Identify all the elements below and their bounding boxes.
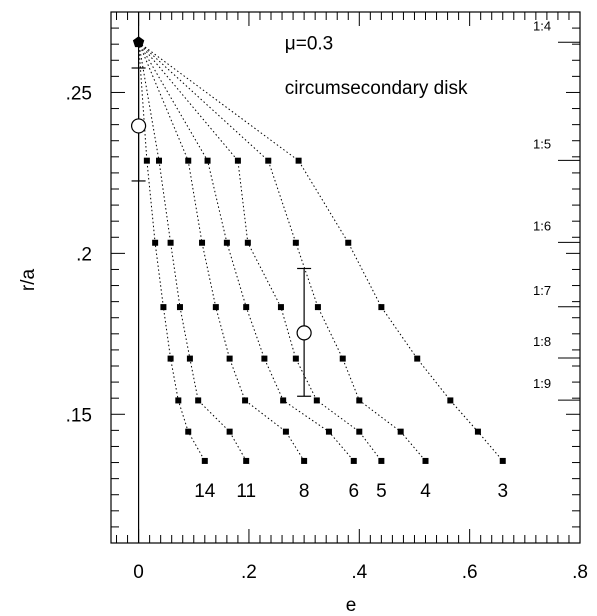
track-point — [244, 239, 251, 246]
plot-frame — [110, 11, 581, 544]
track-point — [314, 304, 321, 311]
resonance-label: 1:6 — [533, 218, 551, 233]
track-point — [280, 397, 287, 404]
track-label: 11 — [236, 481, 256, 502]
x-tick-label: .4 — [351, 562, 367, 583]
resonance-label: 1:7 — [533, 283, 551, 298]
track-point — [176, 304, 183, 311]
track-point — [356, 428, 363, 435]
track-point — [234, 157, 241, 164]
track-label: 14 — [194, 481, 216, 502]
track-point — [339, 355, 346, 362]
track-point — [378, 304, 385, 311]
track-point — [422, 457, 429, 464]
x-tick-label: .8 — [572, 562, 588, 583]
x-tick-label: .6 — [462, 562, 478, 583]
track-point — [499, 457, 506, 464]
y-tick-label: .2 — [76, 244, 92, 265]
track-point — [325, 428, 332, 435]
track-point — [201, 457, 208, 464]
track-label: 4 — [420, 481, 431, 502]
disk-annotation: circumsecondary disk — [285, 78, 468, 99]
track-point — [152, 239, 159, 246]
x-tick-labels: 0 .2 .4 .6 .8 — [133, 562, 588, 583]
resonance-label: 1:4 — [533, 18, 551, 33]
track-point — [242, 397, 249, 404]
resonance-labels: 1:4 1:5 1:6 1:7 1:8 1:9 — [533, 18, 580, 401]
track-point — [261, 355, 268, 362]
track-point — [185, 157, 192, 164]
track-point — [313, 397, 320, 404]
track-point — [223, 239, 230, 246]
track-point — [185, 428, 192, 435]
track-point — [160, 304, 167, 311]
track-point — [265, 157, 272, 164]
track-line — [138, 42, 206, 462]
track-point — [345, 239, 352, 246]
x-tick-label: 0 — [133, 562, 144, 583]
track-point — [212, 304, 219, 311]
track-point — [143, 157, 150, 164]
error-center-circle — [130, 118, 147, 134]
track-line — [138, 42, 305, 462]
track-point — [414, 355, 421, 362]
track-point — [378, 457, 385, 464]
track-point — [195, 397, 202, 404]
error-bars — [130, 67, 312, 397]
x-tick-label: .2 — [241, 562, 257, 583]
x-axis-title: e — [346, 595, 357, 616]
track-point — [156, 157, 163, 164]
track-point — [474, 428, 481, 435]
y-axis-title: r/a — [18, 268, 39, 291]
track-point — [292, 355, 299, 362]
track-point — [295, 157, 302, 164]
track-point — [282, 428, 289, 435]
evolution-tracks — [132, 36, 506, 464]
track-point — [199, 239, 206, 246]
track-point — [175, 397, 182, 404]
track-point — [226, 428, 233, 435]
track-point — [186, 355, 193, 362]
track-point — [356, 397, 363, 404]
track-label: 6 — [348, 481, 359, 502]
y-tick-label: .25 — [66, 83, 92, 104]
resonance-label: 1:9 — [533, 376, 551, 391]
track-label: 5 — [376, 481, 387, 502]
track-label: 3 — [497, 481, 508, 502]
track-point — [447, 397, 454, 404]
track-point — [167, 239, 174, 246]
track-point — [350, 457, 357, 464]
y-tick-label: .15 — [66, 405, 92, 426]
track-point — [301, 457, 308, 464]
track-line — [138, 42, 247, 462]
track-point — [277, 304, 284, 311]
track-point — [397, 428, 404, 435]
axis-ticks — [111, 11, 581, 544]
start-point — [132, 36, 145, 48]
resonance-label: 1:5 — [533, 136, 551, 151]
track-point — [204, 157, 211, 164]
mu-annotation: μ=0.3 — [285, 34, 333, 55]
error-center-circle — [296, 325, 312, 341]
track-line — [138, 41, 382, 462]
track-label: 8 — [299, 481, 310, 502]
track-point — [167, 355, 174, 362]
track-point — [243, 304, 250, 311]
track-point — [292, 239, 299, 246]
y-tick-labels: .15 .2 .25 — [66, 83, 92, 426]
resonance-label: 1:8 — [533, 334, 551, 349]
track-point — [243, 457, 250, 464]
track-point — [226, 355, 233, 362]
